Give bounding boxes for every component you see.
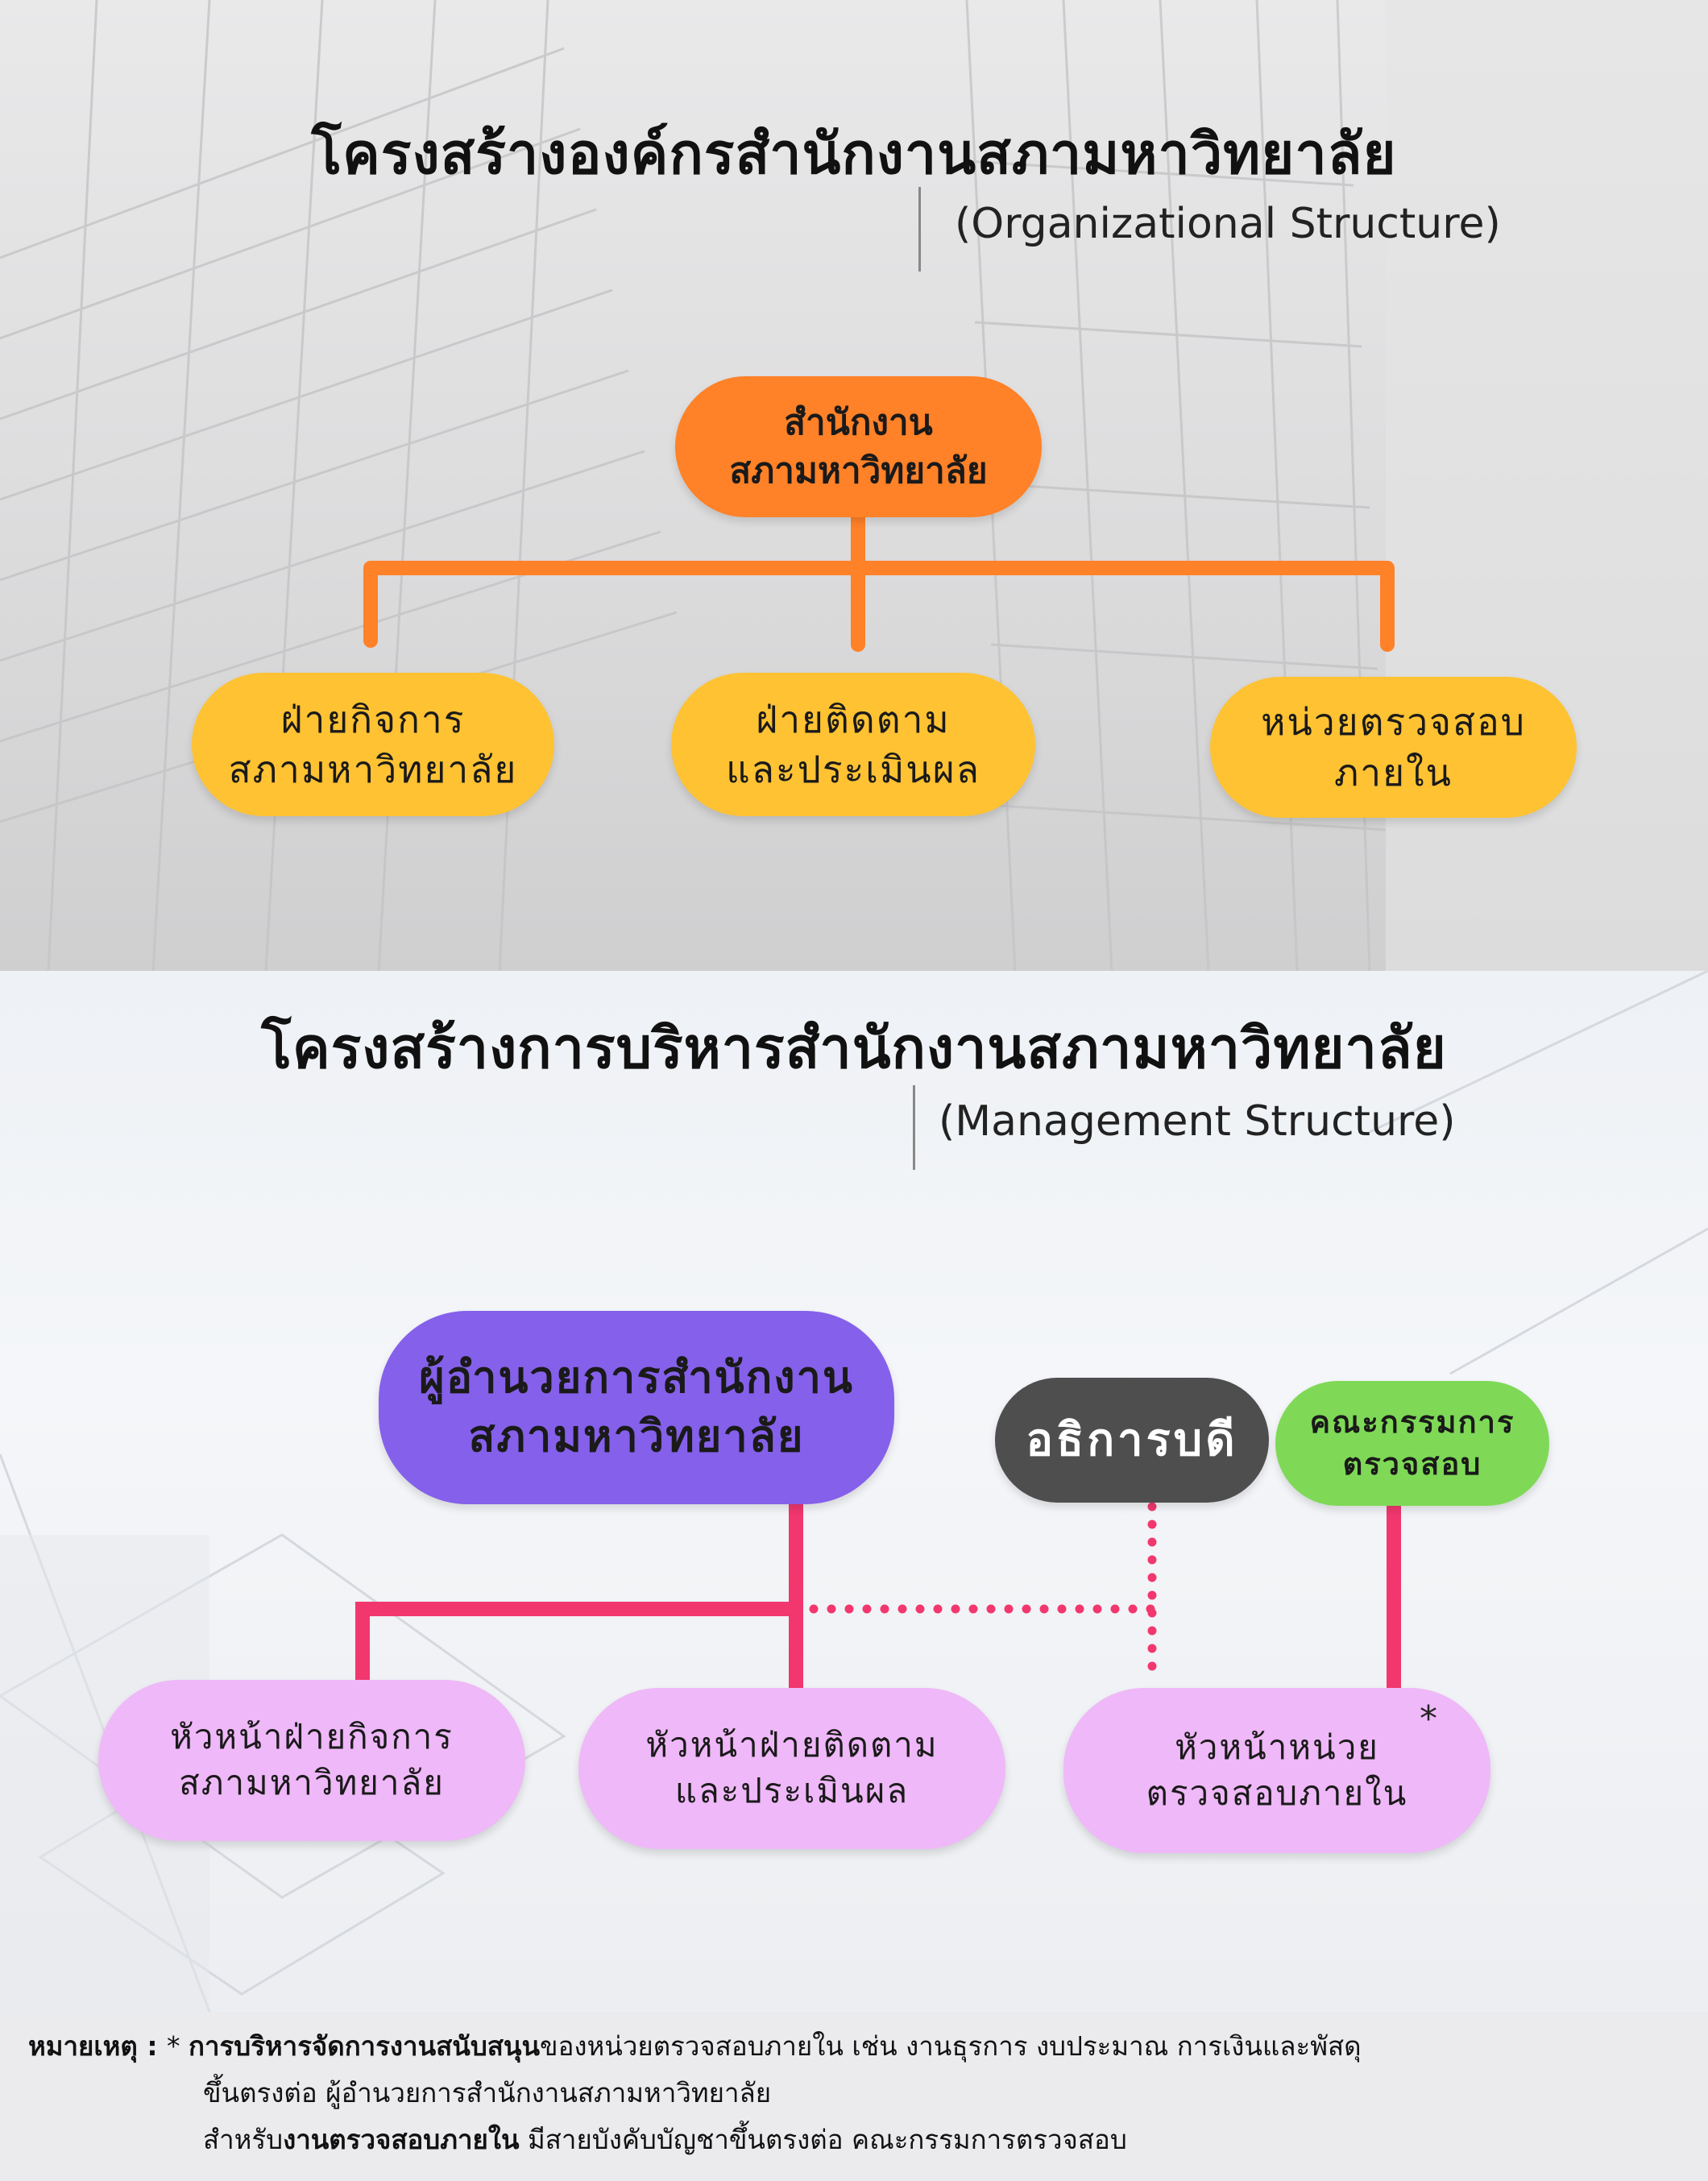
org-node-monitoring-evaluation: ฝ่ายติดตาม และประเมินผล: [671, 673, 1035, 816]
note-label: หมายเหตุ :: [28, 2030, 168, 2062]
note-star: *: [167, 2030, 189, 2062]
mgmt-head-council-affairs: หัวหน้าฝ่ายกิจการ สภามหาวิทยาลัย: [98, 1680, 525, 1841]
note-prefix-3: สำหรับ: [203, 2124, 284, 2155]
mgmt-head-line2: สภามหาวิทยาลัย: [179, 1763, 445, 1802]
org-connectors: [363, 508, 1395, 652]
mgmt-subtitle: (Management Structure): [939, 1097, 1456, 1146]
mgmt-audit-committee-node: คณะกรรมการ ตรวจสอบ: [1275, 1381, 1549, 1506]
mgmt-head-line2: ตรวจสอบภายใน: [1146, 1773, 1408, 1813]
note-text-3: มีสายบังคับบัญชาขึ้นตรงต่อ คณะกรรมการตรว…: [519, 2124, 1127, 2155]
org-node-line2: สภามหาวิทยาลัย: [228, 748, 518, 791]
org-root-line2: สภามหาวิทยาลัย: [729, 450, 988, 491]
mgmt-asterisk: *: [1420, 1698, 1437, 1739]
note-bold-3: งานตรวจสอบภายใน: [283, 2124, 520, 2155]
note-bar: [0, 2012, 1708, 2181]
mgmt-connectors: [355, 1495, 1401, 1695]
org-node-internal-audit: หน่วยตรวจสอบ ภายใน: [1210, 677, 1577, 818]
note-line-1: หมายเหตุ : * การบริหารจัดการงานสนับสนุนข…: [28, 2025, 1362, 2067]
mgmt-president-node: อธิการบดี: [995, 1378, 1269, 1503]
note-line-2: ขึ้นตรงต่อ ผู้อำนวยการสำนักงานสภามหาวิทย…: [203, 2077, 772, 2108]
org-root-line1: สำนักงาน: [784, 402, 933, 444]
mgmt-head-line2: และประเมินผล: [674, 1771, 910, 1810]
org-node-line2: ภายใน: [1333, 750, 1453, 794]
org-subtitle: (Organizational Structure): [955, 200, 1501, 248]
note-line-3: สำหรับงานตรวจสอบภายใน มีสายบังคับบัญชาขึ…: [203, 2118, 1127, 2161]
mgmt-head-internal-audit: หัวหน้าหน่วย ตรวจสอบภายใน: [1063, 1688, 1490, 1853]
org-node-line2: และประเมินผล: [726, 748, 980, 791]
org-node-council-affairs: ฝ่ายกิจการ สภามหาวิทยาลัย: [192, 673, 554, 816]
org-node-line1: ฝ่ายกิจการ: [280, 697, 466, 741]
org-node-line1: หน่วยตรวจสอบ: [1261, 700, 1526, 744]
mgmt-head-line1: หัวหน้าหน่วย: [1175, 1727, 1379, 1767]
org-title: โครงสร้างองค์กรสำนักงานสภามหาวิทยาลัย: [311, 121, 1397, 187]
mgmt-director-line2: สภามหาวิทยาลัย: [468, 1411, 805, 1462]
mgmt-head-line1: หัวหน้าฝ่ายติดตาม: [645, 1725, 939, 1765]
mgmt-director-line1: ผู้อำนวยการสำนักงาน: [419, 1352, 854, 1404]
mgmt-director-node: ผู้อำนวยการสำนักงาน สภามหาวิทยาลัย: [379, 1311, 894, 1504]
note-bold-1: การบริหารจัดการงานสนับสนุน: [189, 2030, 541, 2062]
org-node-line1: ฝ่ายติดตาม: [756, 697, 951, 741]
mgmt-head-line1: หัวหน้าฝ่ายกิจการ: [170, 1717, 454, 1757]
org-root-node: สำนักงาน สภามหาวิทยาลัย: [675, 376, 1042, 517]
mgmt-head-monitoring-evaluation: หัวหน้าฝ่ายติดตาม และประเมินผล: [578, 1688, 1005, 1849]
org-subtitle-divider: [918, 187, 921, 272]
mgmt-left-branch: [355, 1602, 803, 1695]
mgmt-subtitle-divider: [913, 1085, 915, 1170]
mgmt-committee-line1: คณะกรรมการ: [1309, 1404, 1515, 1441]
mgmt-president-label: อธิการบดี: [1026, 1413, 1238, 1466]
note-text-1: ของหน่วยตรวจสอบภายใน เช่น งานธุรการ งบปร…: [540, 2030, 1362, 2062]
mgmt-committee-line2: ตรวจสอบ: [1342, 1445, 1482, 1482]
org-branch-line: [363, 561, 1395, 652]
mgmt-title: โครงสร้างการบริหารสำนักงานสภามหาวิทยาลัย: [261, 1015, 1447, 1081]
